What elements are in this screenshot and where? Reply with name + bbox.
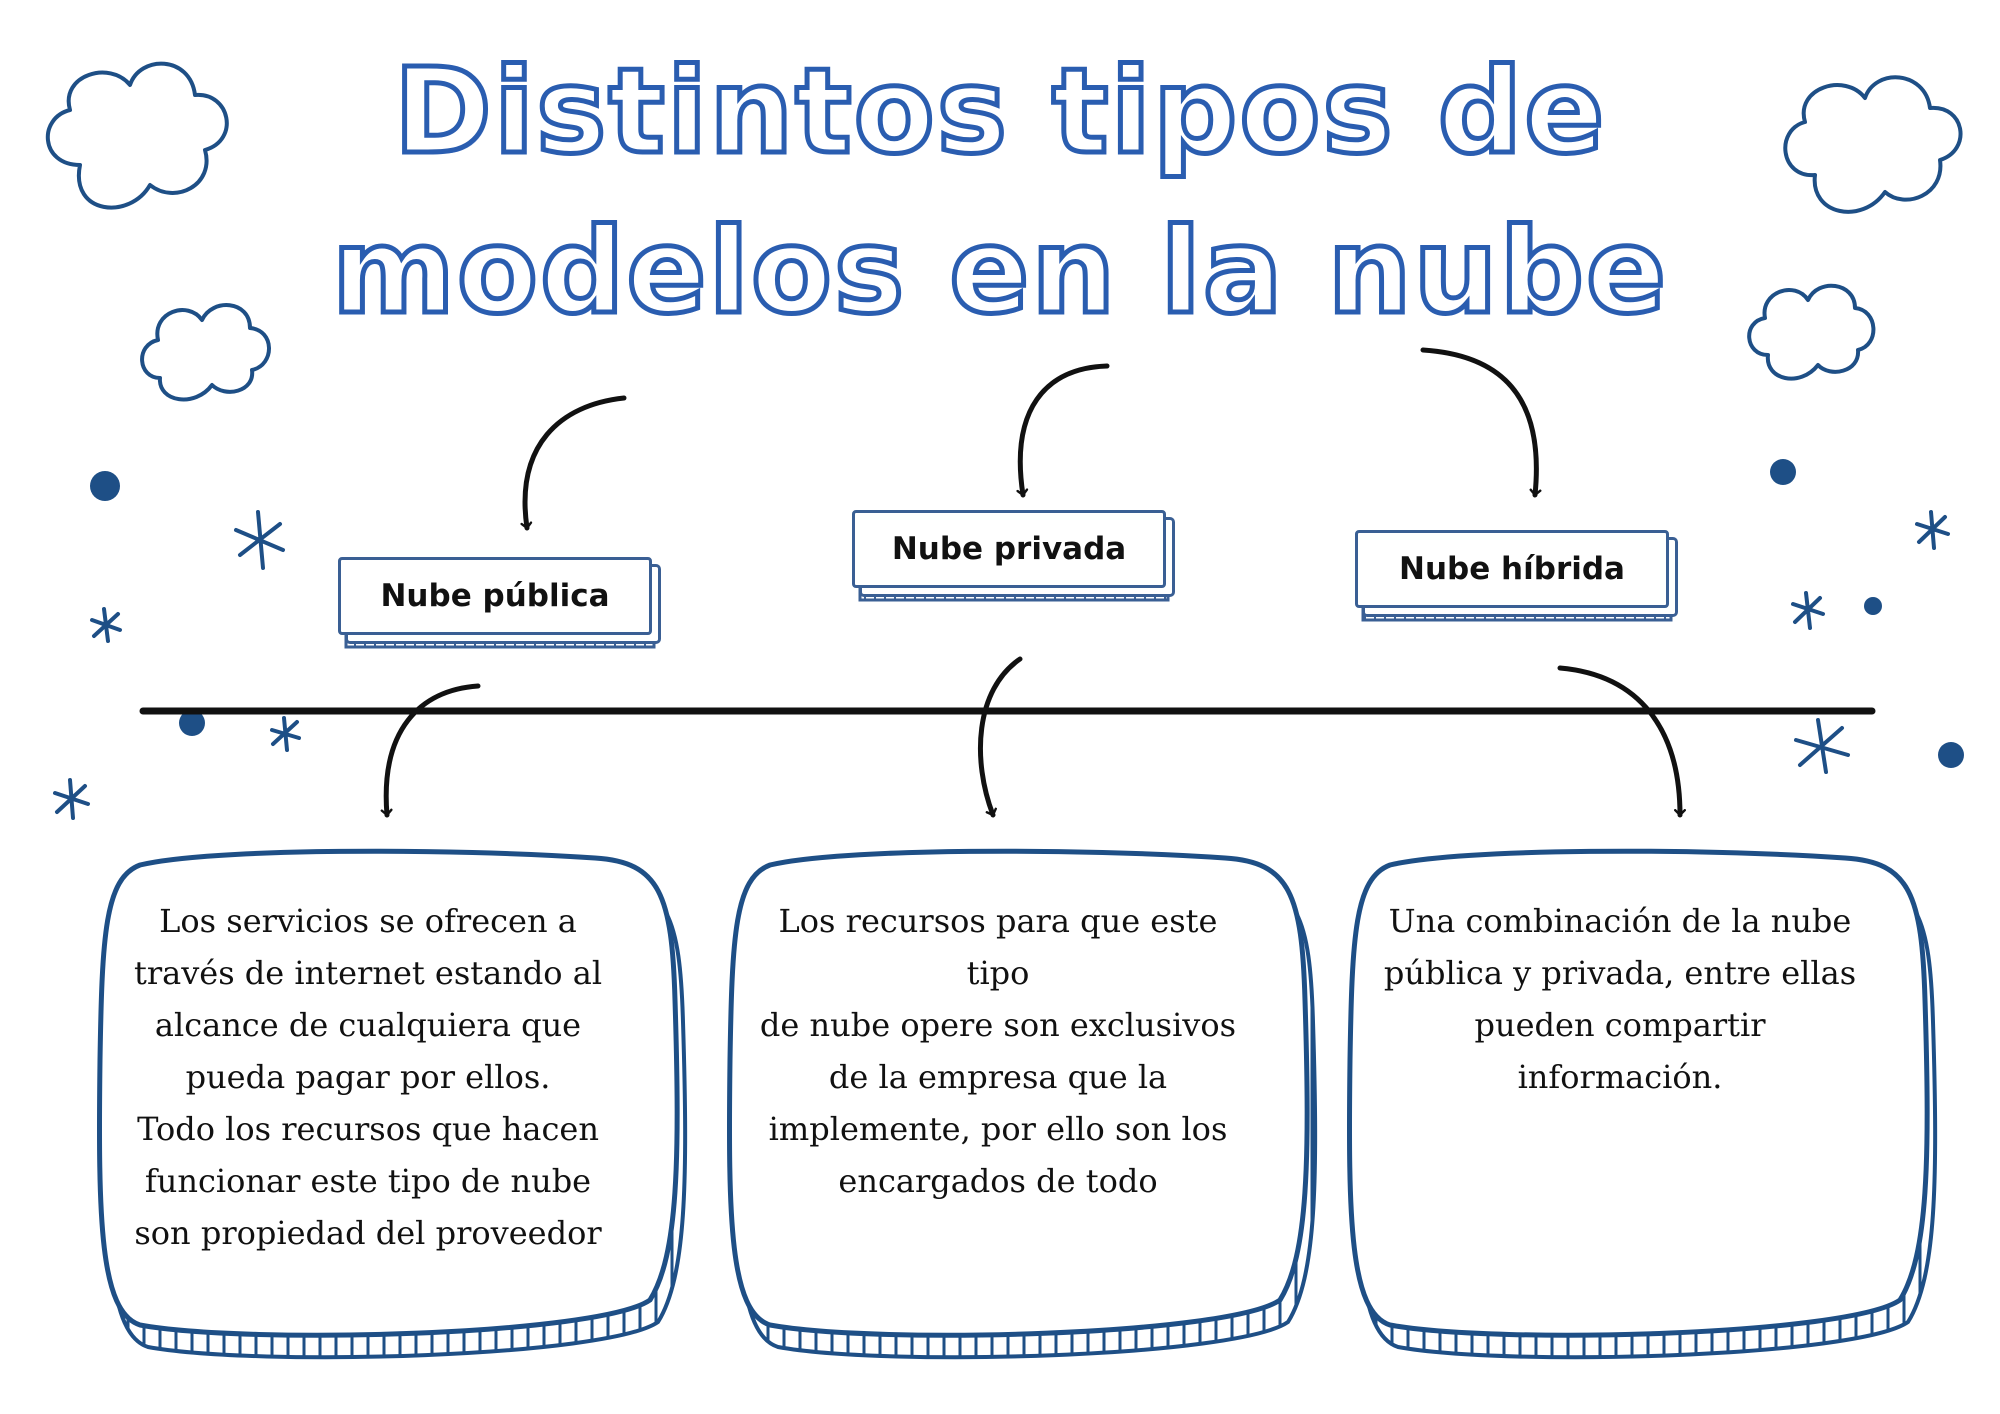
dot-icon [1938, 742, 1964, 768]
dot-icon [90, 471, 120, 501]
dot-icon [179, 710, 205, 736]
star-icon [1794, 718, 1850, 774]
cloud-icon [1783, 75, 1963, 214]
arrow-icon [978, 656, 1023, 818]
page-title-line-1: Distintos tipos de [391, 42, 1607, 180]
description-nube-hibrida: Una combinación de la nube pública y pri… [1383, 902, 1857, 1096]
star-icon [270, 716, 301, 752]
star-icon [53, 778, 90, 820]
star-icon [1915, 510, 1950, 550]
label-nube-publica: Nube pública [380, 578, 610, 614]
cloud-icon [1747, 283, 1876, 381]
cloud-icon [45, 61, 229, 210]
arrow-icon [1016, 363, 1110, 498]
description-nube-publica: Los servicios se ofrecen a través de int… [133, 902, 603, 1252]
cloud-icon [140, 303, 271, 402]
dot-icon [1864, 597, 1882, 615]
text-frame-publica [96, 848, 688, 1360]
star-icon [90, 607, 122, 643]
label-box-nube-publica: Nube pública [338, 557, 652, 635]
star-icon [234, 510, 285, 570]
dot-icon [1770, 459, 1796, 485]
label-nube-privada: Nube privada [891, 531, 1127, 567]
label-nube-hibrida: Nube híbrida [1399, 551, 1625, 587]
text-frame-privada [726, 848, 1318, 1360]
arrow-icon [1557, 665, 1686, 818]
label-box-nube-hibrida: Nube híbrida [1355, 530, 1669, 608]
label-box-nube-privada: Nube privada [852, 510, 1166, 588]
arrow-icon [380, 683, 481, 818]
arrow-icon [520, 395, 627, 531]
page-title-line-2: modelos en la nube [329, 202, 1669, 340]
arrow-icon [1420, 347, 1542, 498]
description-nube-privada: Los recursos para que este tipo de nube … [759, 902, 1237, 1200]
star-icon [1791, 591, 1825, 630]
text-frame-hibrida [1346, 848, 1938, 1360]
